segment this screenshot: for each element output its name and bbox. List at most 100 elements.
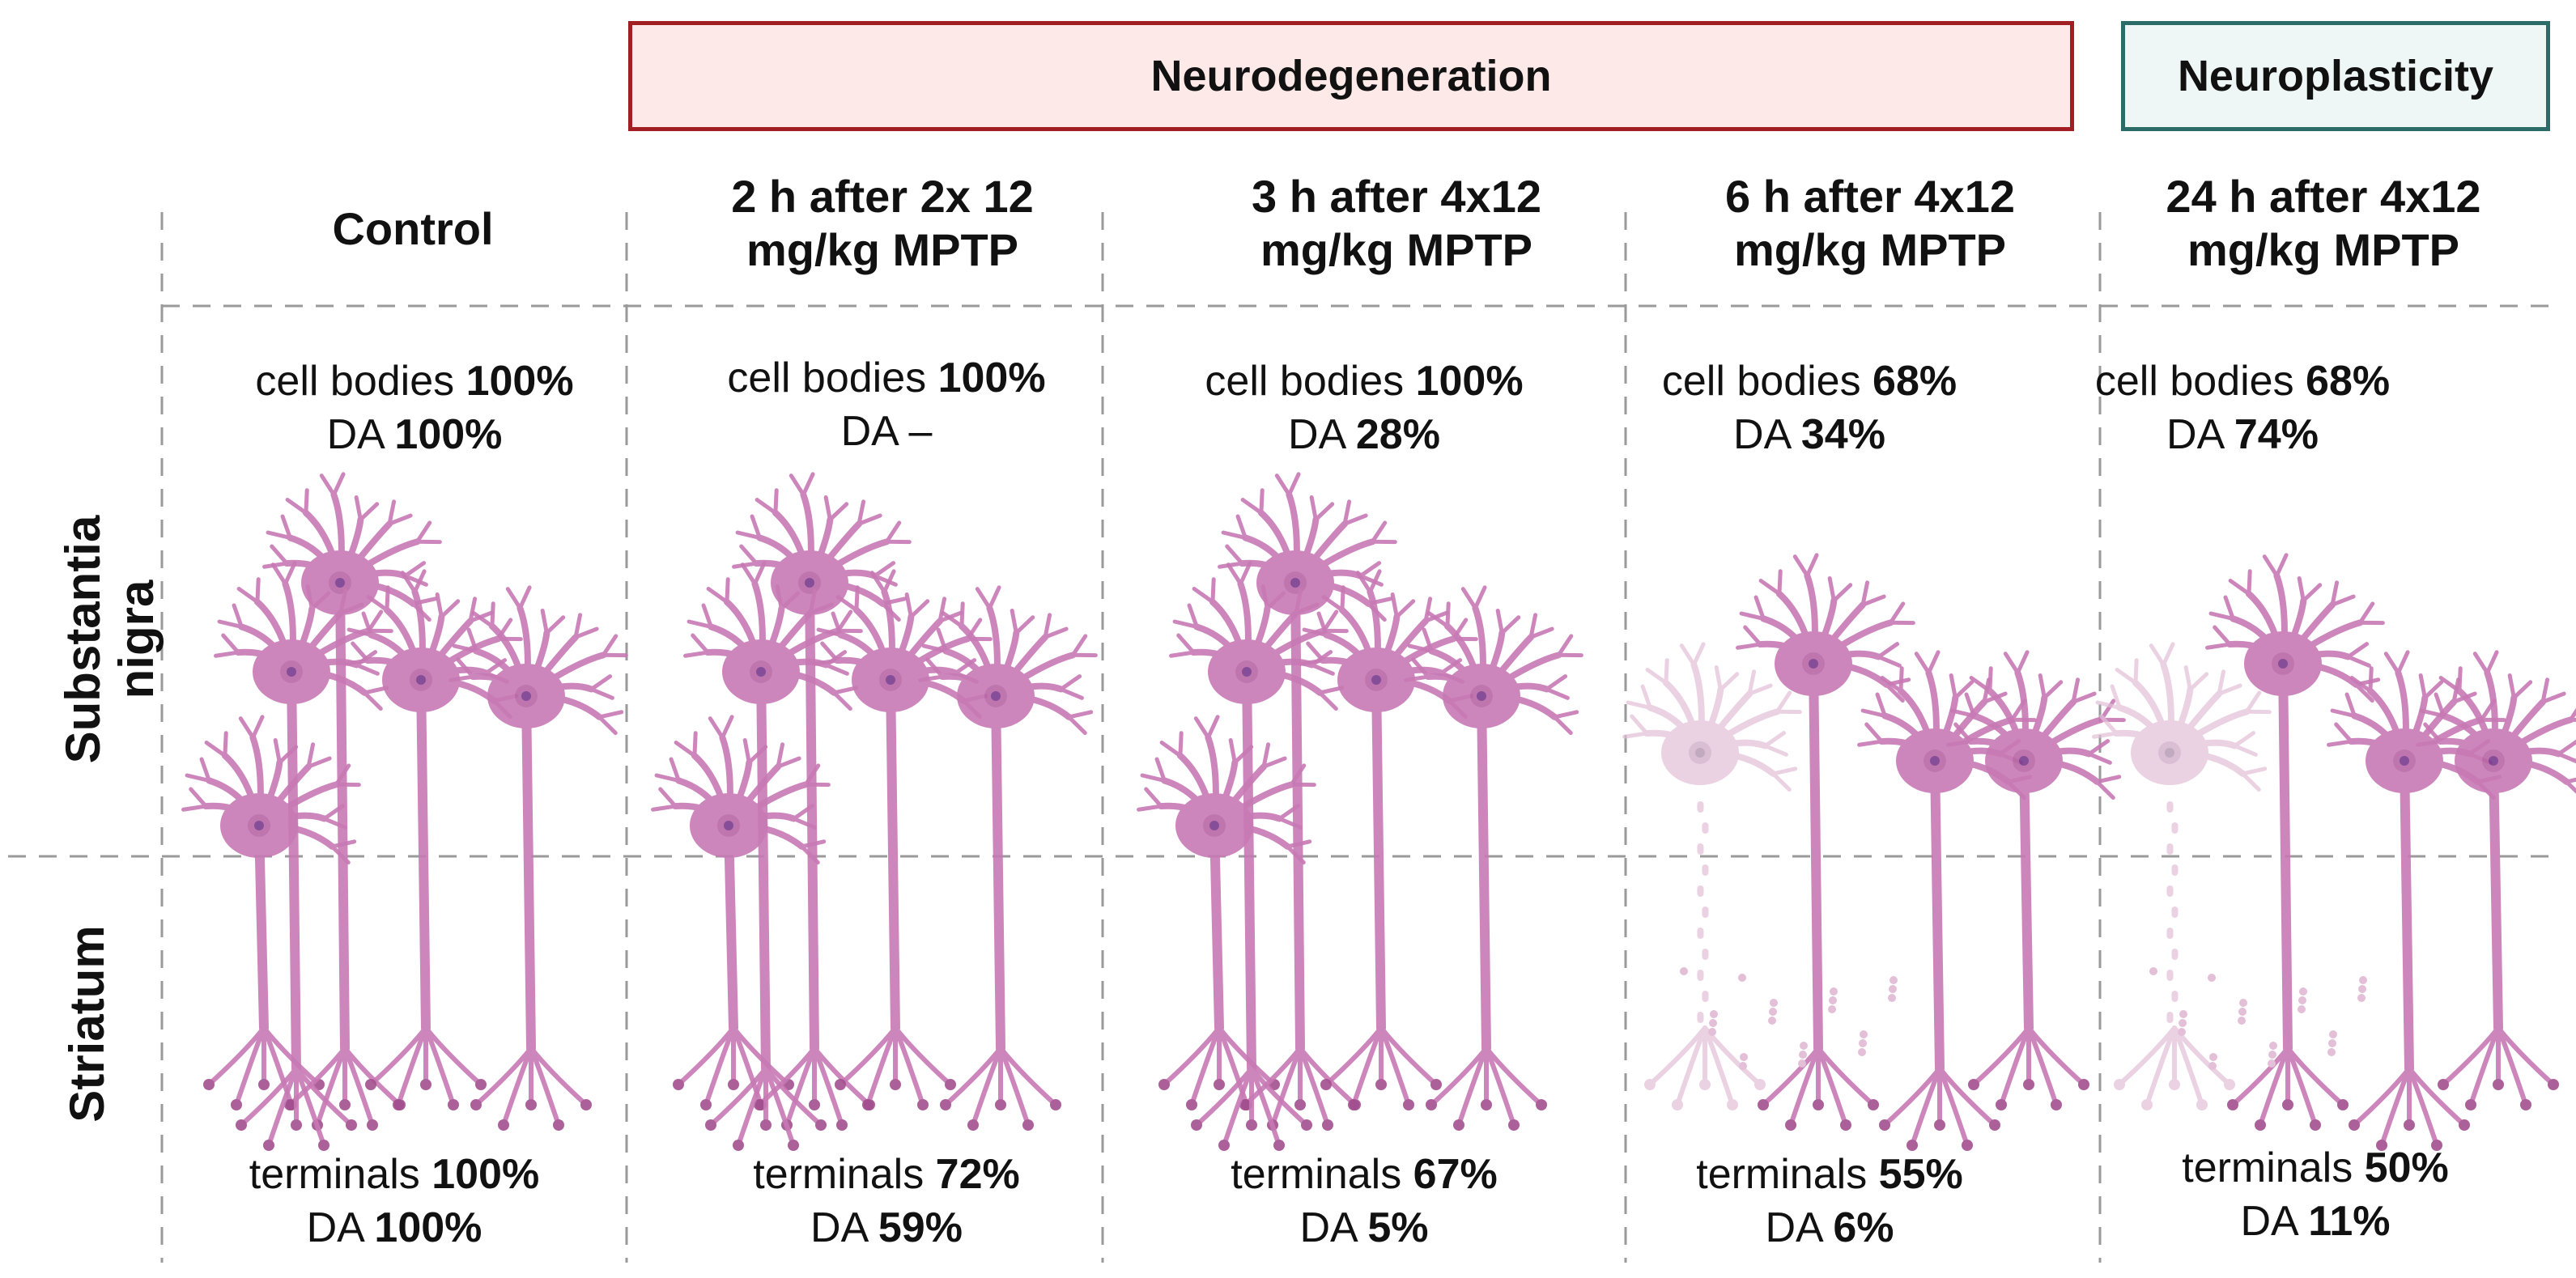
dendrite-branch (1193, 715, 1220, 740)
synaptic-bouton (470, 1099, 482, 1110)
dendrite-branch (651, 787, 678, 812)
axon-terminal (529, 1046, 561, 1127)
sn-cell-bodies: cell bodies 100% (1205, 358, 1524, 405)
synaptic-bouton (1191, 1119, 1202, 1131)
axon-fragment (1697, 970, 1704, 981)
dendrite-branch (1626, 684, 1652, 710)
synaptic-bouton (291, 1119, 302, 1131)
synaptic-bouton (2141, 1099, 2153, 1110)
dendrite-branch (1949, 673, 1975, 700)
synaptic-bouton (2337, 1099, 2349, 1110)
axon-fragment (2171, 991, 2179, 1002)
synaptic-bouton (420, 1079, 431, 1090)
dendrite-branch (366, 609, 393, 634)
dendrite-branch (305, 584, 331, 611)
dendrite-branch (505, 585, 532, 610)
synaptic-bouton (1375, 1079, 1387, 1090)
neuron (813, 569, 993, 1110)
debris-dot (1828, 1005, 1836, 1013)
neuron (2205, 553, 2385, 1131)
dendrite-branch (2330, 580, 2356, 607)
synaptic-bouton (1050, 1099, 1061, 1110)
synaptic-bouton (1158, 1079, 1170, 1090)
sn-da: DA 28% (1288, 411, 1440, 458)
dendrite-branch (2244, 690, 2272, 715)
sn-da: DA 100% (326, 411, 503, 458)
debris-dot (1770, 999, 1778, 1007)
st-da: DA 6% (1765, 1204, 1894, 1251)
axon (416, 675, 431, 1033)
nucleolus (805, 578, 814, 588)
neuron-group-0 (181, 472, 628, 1151)
nucleolus (2019, 756, 2029, 766)
debris-dot (1889, 985, 1897, 993)
nucleolus (886, 675, 895, 685)
neuron (1622, 642, 1802, 1110)
dendrite-branch (1309, 495, 1335, 522)
synaptic-bouton (1906, 1140, 1918, 1151)
neuron (683, 561, 863, 1151)
dendrite-branch (435, 592, 461, 619)
axon-terminal (998, 1046, 1058, 1107)
dendrite-branch (2346, 642, 2371, 668)
dendrite-branch (1070, 634, 1098, 658)
neuron (1404, 585, 1583, 1131)
debris-dot (2149, 967, 2157, 975)
dendrite-branch (884, 520, 912, 545)
dendrite-branch (831, 686, 859, 711)
dendrite-branch (823, 495, 849, 522)
axon-terminal (2026, 1025, 2059, 1107)
axon-terminal (1484, 1046, 1516, 1127)
debris-dot (1859, 1039, 1867, 1047)
nucleolus (335, 578, 345, 588)
synaptic-bouton (236, 1119, 247, 1131)
dendrite-branch (1059, 674, 1084, 700)
dendrite-branch (452, 627, 478, 653)
dendrite-branch (1645, 658, 1669, 686)
dendrite-branch (1877, 642, 1902, 668)
synaptic-bouton (700, 1099, 712, 1110)
dendrite-branch (354, 495, 380, 522)
dendrite-branch (2149, 642, 2175, 667)
dendrite-branch (816, 611, 843, 637)
axon-fragment (2171, 949, 2179, 960)
dendrite-branch (1043, 613, 1069, 639)
debris-dot (1860, 1030, 1868, 1038)
synaptic-bouton (2493, 1079, 2504, 1090)
axon (991, 691, 1005, 1053)
axon-terminal (2407, 1066, 2467, 1127)
axon-terminal (1788, 1046, 1821, 1127)
column-header-24h: 24 h after 4x12 mg/kg MPTP (2097, 170, 2550, 277)
synaptic-bouton (940, 1099, 951, 1110)
dendrite-branch (2240, 766, 2268, 792)
dendrite-branch (775, 584, 801, 611)
synaptic-bouton (1868, 1099, 1879, 1110)
synaptic-bouton (2465, 1099, 2476, 1110)
nucleolus (724, 821, 733, 830)
dendrite-branch (1545, 674, 1570, 700)
debris-dot (1768, 1017, 1776, 1025)
dendrite-branch (2472, 650, 2499, 675)
axon-terminal (1910, 1066, 1942, 1148)
dendrite-branch (238, 715, 265, 740)
synaptic-bouton (231, 1099, 242, 1110)
sn-cell-bodies: cell bodies 100% (255, 358, 574, 405)
dendrite-branch (2071, 677, 2097, 704)
dendrite-branch (2233, 731, 2258, 757)
dendrite-branch (873, 561, 898, 587)
axon-terminal (423, 1025, 456, 1107)
dendrite-branch (2349, 666, 2374, 694)
nucleolus (521, 691, 531, 701)
synaptic-bouton (862, 1099, 874, 1110)
neuron (2092, 642, 2272, 1110)
dendrite-branch (2419, 692, 2446, 718)
dendrite-branch (266, 514, 292, 540)
synaptic-bouton (367, 1119, 378, 1131)
dendrite-branch (1010, 608, 1035, 635)
synaptic-bouton (836, 1119, 848, 1131)
dendrite-branch (185, 757, 211, 783)
neuron (1857, 650, 2037, 1151)
neuron (1946, 650, 2126, 1110)
synaptic-bouton (1644, 1079, 1656, 1090)
